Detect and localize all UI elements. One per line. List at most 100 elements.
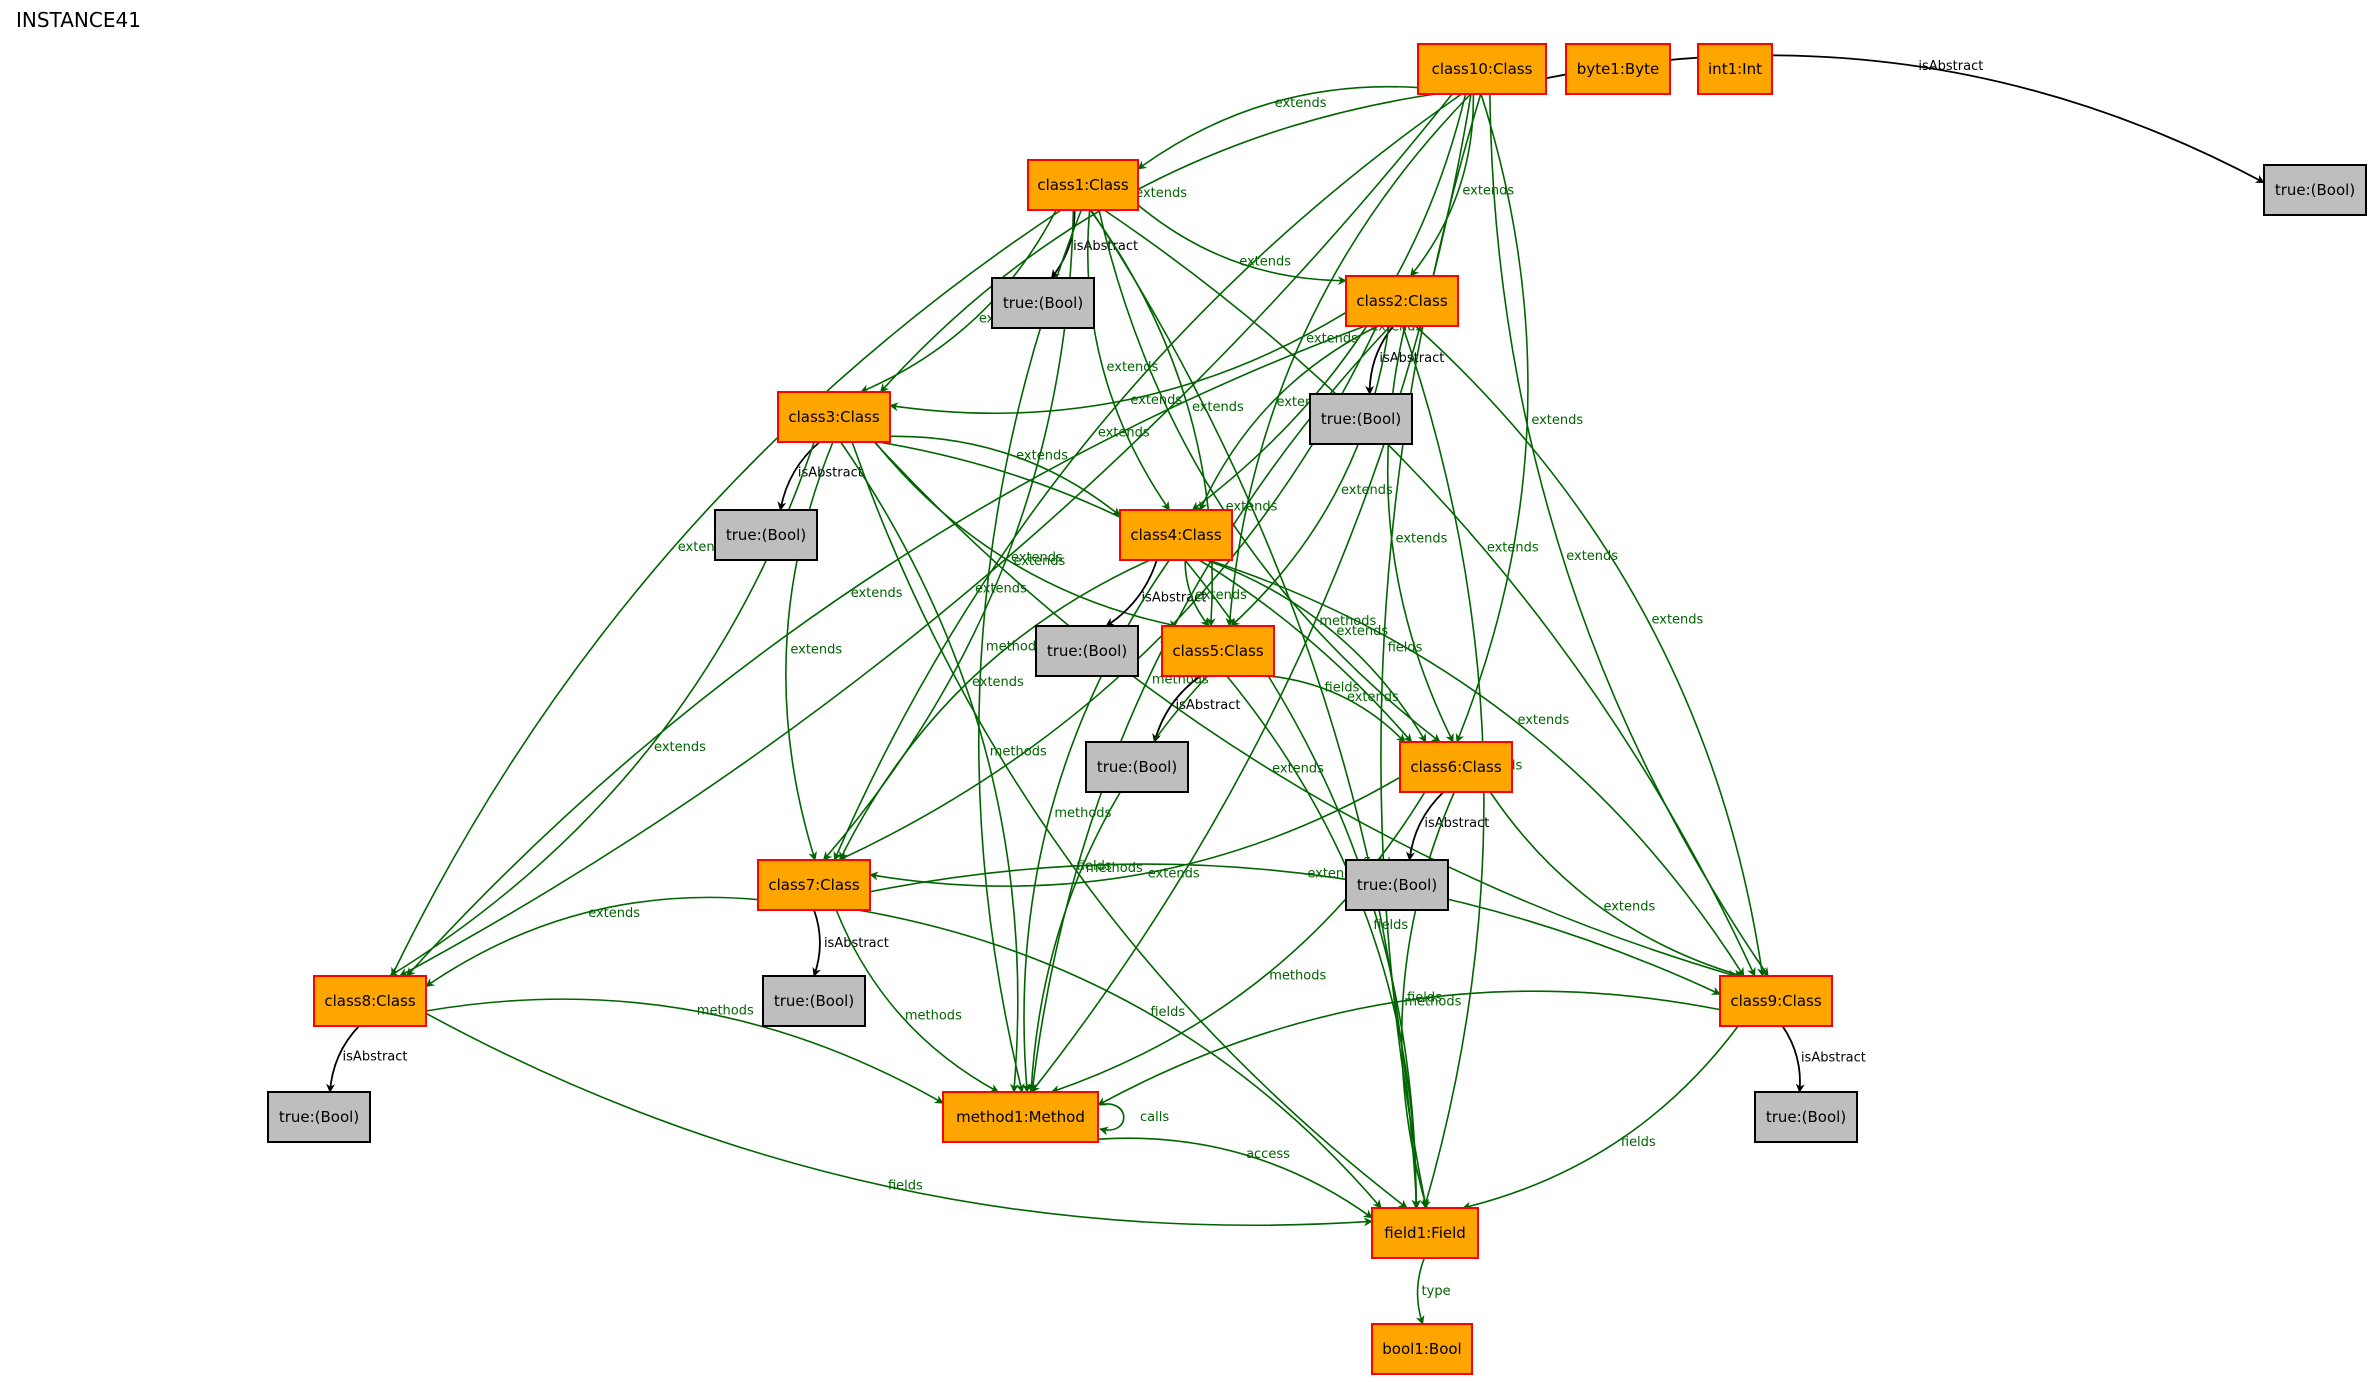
edge-label-isabstract: isAbstract	[1424, 816, 1489, 831]
node-class2[interactable]: class2:Class	[1345, 275, 1459, 327]
edge-class3-extends-class7: extends	[785, 441, 842, 861]
node-label: class3:Class	[788, 408, 879, 426]
node-class6[interactable]: class6:Class	[1399, 741, 1513, 793]
diagram-title: INSTANCE41	[16, 8, 141, 32]
node-t9[interactable]: true:(Bool)	[1754, 1091, 1858, 1143]
node-label: int1:Int	[1708, 60, 1762, 78]
node-class10[interactable]: class10:Class	[1417, 43, 1547, 95]
node-label: true:(Bool)	[1357, 876, 1437, 894]
edge-label-extends: extends	[1107, 360, 1159, 375]
edge-class4-extends-class7: extends	[839, 559, 1151, 861]
node-box[interactable]	[1719, 975, 1833, 1027]
node-bool1[interactable]: bool1:Bool	[1371, 1323, 1473, 1375]
node-box[interactable]	[762, 975, 866, 1027]
edge-field1-type-bool1: type	[1415, 1257, 1451, 1325]
node-box[interactable]	[777, 391, 891, 443]
edge-class4-isabstract-t4: isAbstract	[1105, 559, 1206, 627]
edge-label-methods: methods	[697, 1004, 754, 1019]
node-box[interactable]	[1345, 275, 1459, 327]
edge-label-type: type	[1422, 1284, 1451, 1299]
node-box[interactable]	[1417, 43, 1547, 95]
node-box[interactable]	[942, 1091, 1099, 1143]
edge-line	[1414, 325, 1766, 977]
node-box[interactable]	[1119, 509, 1233, 561]
node-box[interactable]	[1754, 1091, 1858, 1143]
edge-line	[857, 909, 1382, 1209]
node-box[interactable]	[1371, 1323, 1473, 1375]
edge-label-extends: extends	[1652, 613, 1704, 628]
node-box[interactable]	[757, 859, 871, 911]
edge-class10-fields-field1: fields	[1380, 93, 1482, 1209]
node-class4[interactable]: class4:Class	[1119, 509, 1233, 561]
edge-label-extends: extends	[1239, 255, 1291, 270]
edge-line	[1027, 675, 1208, 1093]
node-box[interactable]	[1345, 859, 1449, 911]
edge-label-extends: extends	[1013, 554, 1065, 569]
edge-label-extends: extends	[1396, 531, 1448, 546]
edge-line	[785, 441, 834, 861]
node-class3[interactable]: class3:Class	[777, 391, 891, 443]
node-box[interactable]	[1161, 625, 1275, 677]
edge-label-isabstract: isAbstract	[1801, 1050, 1866, 1065]
node-t5[interactable]: true:(Bool)	[1085, 741, 1189, 793]
node-box[interactable]	[1565, 43, 1671, 95]
edge-class8-fields-field1: fields	[425, 1012, 1373, 1227]
node-box[interactable]	[991, 277, 1095, 329]
node-int1[interactable]: int1:Int	[1697, 43, 1773, 95]
node-label: bool1:Bool	[1382, 1340, 1461, 1358]
node-class9[interactable]: class9:Class	[1719, 975, 1833, 1027]
node-box[interactable]	[1085, 741, 1189, 793]
node-label: true:(Bool)	[774, 992, 854, 1010]
node-byte1[interactable]: byte1:Byte	[1565, 43, 1671, 95]
node-class1[interactable]: class1:Class	[1027, 159, 1139, 211]
edge-label-fields: fields	[1325, 680, 1360, 695]
edge-label-extends: extends	[1531, 413, 1583, 428]
edge-class3-methods-method1: methods	[840, 441, 1047, 1093]
edge-label-isabstract: isAbstract	[1918, 59, 1983, 74]
node-box[interactable]	[2263, 164, 2367, 216]
edge-label-extends: extends	[790, 642, 842, 657]
node-t4[interactable]: true:(Bool)	[1035, 625, 1139, 677]
node-class5[interactable]: class5:Class	[1161, 625, 1275, 677]
node-box[interactable]	[1697, 43, 1773, 95]
node-t10[interactable]: true:(Bool)	[2263, 164, 2367, 216]
edge-class1-extends-class2: extends	[1137, 204, 1347, 286]
edge-line	[391, 209, 1062, 977]
edge-line	[1199, 325, 1379, 511]
node-class7[interactable]: class7:Class	[757, 859, 871, 911]
node-box[interactable]	[1309, 393, 1413, 445]
edge-line	[1103, 209, 1756, 977]
edge-label-methods: methods	[986, 639, 1043, 654]
node-field1[interactable]: field1:Field	[1371, 1207, 1479, 1259]
node-t6[interactable]: true:(Bool)	[1345, 859, 1449, 911]
edge-class7-extends-class8: extends	[425, 896, 759, 988]
node-t1[interactable]: true:(Bool)	[991, 277, 1095, 329]
edge-line	[1226, 675, 1421, 1209]
node-t7[interactable]: true:(Bool)	[762, 975, 866, 1027]
node-t3[interactable]: true:(Bool)	[714, 509, 818, 561]
edge-class2-extends-class3: extends	[889, 311, 1347, 415]
node-box[interactable]	[313, 975, 427, 1027]
node-box[interactable]	[1399, 741, 1513, 793]
edge-label-calls: calls	[1140, 1110, 1169, 1125]
edge-line	[1386, 325, 1454, 743]
node-box[interactable]	[714, 509, 818, 561]
edge-class3-isabstract-t3: isAbstract	[777, 441, 863, 511]
edge-method1-calls-method1: calls	[1097, 1103, 1169, 1136]
node-label: true:(Bool)	[279, 1108, 359, 1126]
node-t2[interactable]: true:(Bool)	[1309, 393, 1413, 445]
node-box[interactable]	[267, 1091, 371, 1143]
edge-class1-extends-class9: extends	[1103, 209, 1756, 977]
node-label: true:(Bool)	[1003, 294, 1083, 312]
edge-line	[425, 896, 759, 988]
edge-line	[1405, 791, 1445, 861]
node-class8[interactable]: class8:Class	[313, 975, 427, 1027]
node-t8[interactable]: true:(Bool)	[267, 1091, 371, 1143]
nodes-layer: class10:Class byte1:Byte int1:Int true:(Boo…	[267, 43, 2367, 1375]
node-box[interactable]	[1371, 1207, 1479, 1259]
node-box[interactable]	[1027, 159, 1139, 211]
edge-class6-methods-method1: methods	[1050, 791, 1426, 1094]
node-method1[interactable]: method1:Method	[942, 1091, 1099, 1143]
edge-line	[326, 1025, 360, 1093]
node-box[interactable]	[1035, 625, 1139, 677]
